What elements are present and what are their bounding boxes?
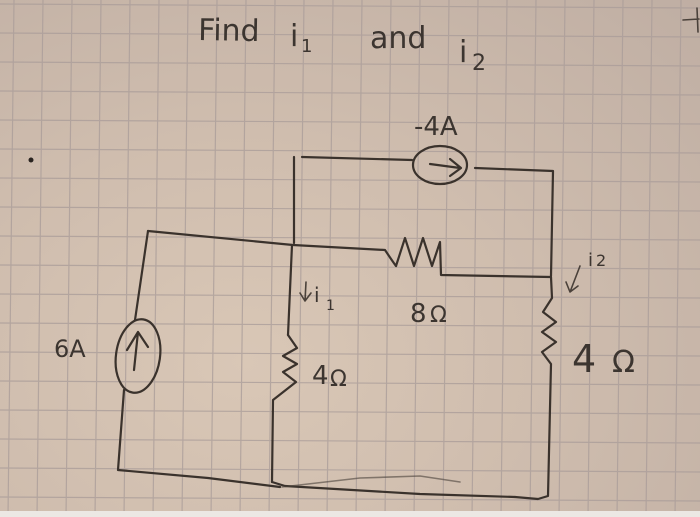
i1-label: i: [314, 283, 320, 307]
title: Find i 1 and i 2: [198, 13, 486, 76]
arrow-down-icon: [299, 281, 312, 302]
r-right-value: 4: [572, 337, 596, 381]
title-i2-sub: 2: [472, 51, 486, 76]
current-i1: i 1: [299, 281, 335, 314]
title-and: and: [370, 21, 426, 56]
resistor-4-ohm-right-symbol: [513, 275, 558, 501]
ohm-symbol: Ω: [612, 345, 635, 380]
r-horizontal-value: 8: [410, 299, 427, 329]
photo-bottom-edge: [0, 511, 700, 517]
resistor-label-horizontal: 8 Ω: [410, 299, 447, 329]
resistor-label-right: 4 Ω: [572, 337, 635, 381]
arrow-up-icon: [125, 330, 150, 372]
wires: [116, 155, 558, 501]
title-i2: i: [459, 35, 467, 70]
top-current-source: -4A: [411, 112, 469, 186]
top-source-label: -4A: [414, 112, 458, 142]
ohm-symbol: Ω: [430, 303, 447, 328]
title-i1-sub: 1: [301, 36, 312, 57]
r-middle-value: 4: [312, 361, 329, 391]
arrow-down-icon: [565, 265, 581, 293]
resistor-label-middle: 4 Ω: [312, 361, 347, 392]
ink-dot: [28, 157, 34, 163]
i1-sub: 1: [326, 298, 335, 314]
i2-label: i: [588, 250, 593, 271]
i2-sub: 2: [596, 251, 606, 270]
resistor-8-ohm-symbol: [394, 236, 553, 279]
ohm-symbol: Ω: [330, 367, 347, 392]
left-source-label: 6A: [54, 335, 86, 363]
title-find: Find: [198, 13, 260, 49]
left-current-source: 6A: [54, 318, 162, 394]
title-i1: i: [290, 19, 298, 54]
corner-mark: [682, 7, 700, 33]
current-i2: i 2: [565, 250, 606, 293]
resistor-4-ohm-middle-symbol: [270, 333, 299, 484]
arrow-right-icon: [428, 157, 463, 178]
